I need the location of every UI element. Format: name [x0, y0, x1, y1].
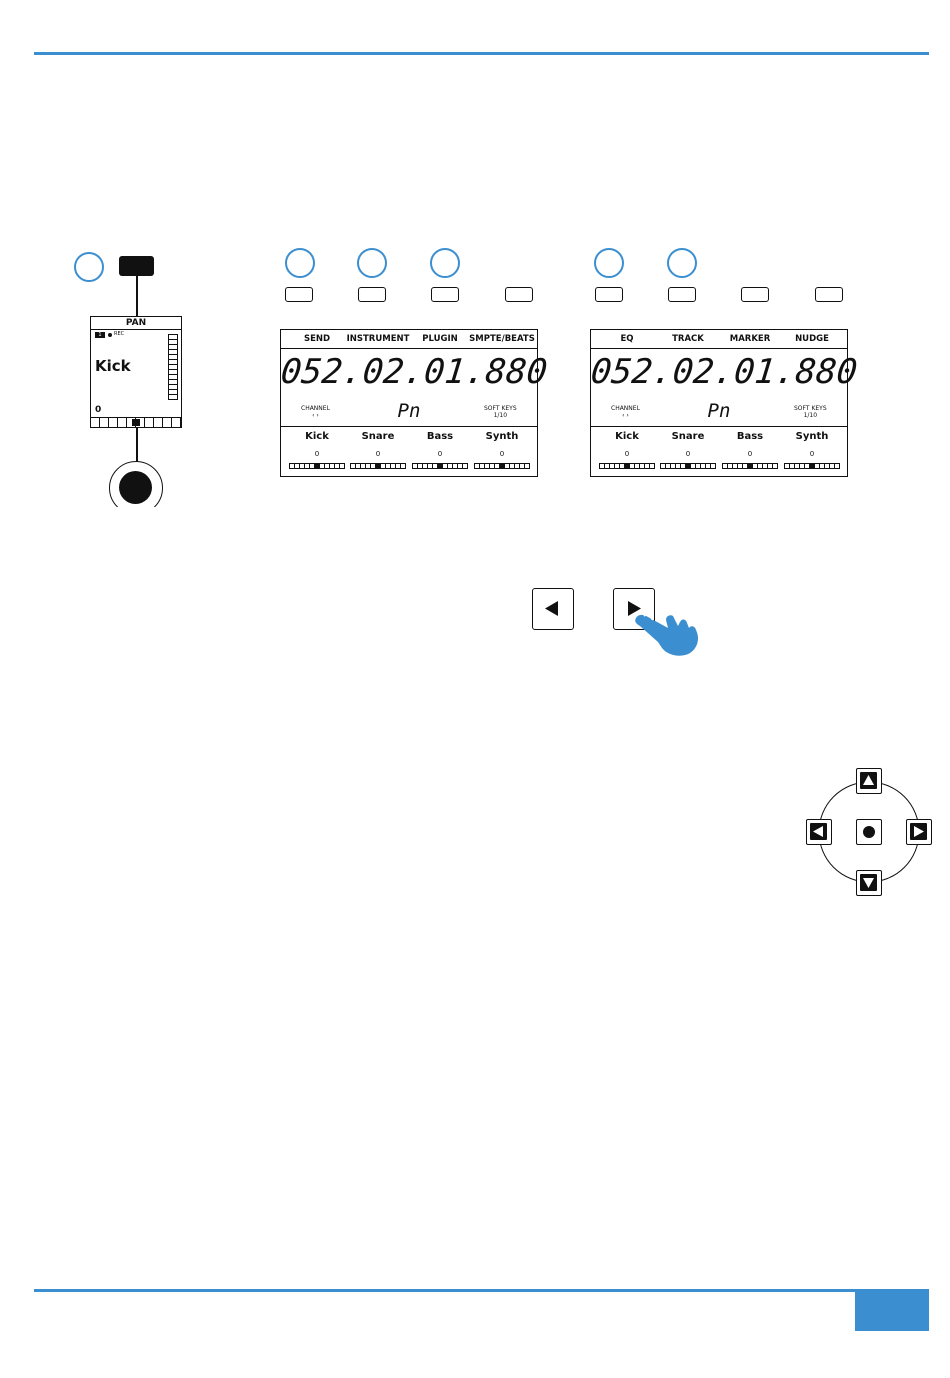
channel-value: 0 — [748, 450, 752, 458]
channel-name: Bass — [427, 431, 453, 442]
pan-meter — [660, 463, 716, 469]
lcd-header: SEND INSTRUMENT PLUGIN SMPTE/BEATS — [281, 330, 537, 349]
soft-key-track[interactable] — [668, 287, 696, 302]
callout-circle — [74, 252, 104, 282]
channel-value: 0 — [810, 450, 814, 458]
softkeys-label-text: SOFT KEYS — [484, 405, 517, 412]
bottom-rule — [34, 1289, 929, 1292]
soft-key-eq[interactable] — [595, 287, 623, 302]
page-number-box — [855, 1291, 929, 1331]
channel-value: 0 — [315, 450, 319, 458]
nav-right-button[interactable] — [906, 819, 932, 845]
pan-meter — [784, 463, 840, 469]
pan-meter — [91, 417, 181, 427]
channel-value: 0 — [376, 450, 380, 458]
top-rule — [34, 52, 929, 55]
pan-value: 0 — [95, 405, 101, 415]
lcd-header-label: INSTRUMENT — [347, 334, 410, 344]
softkeys-label: SOFT KEYS 1/10 — [794, 405, 827, 419]
encoder-knob-cap — [119, 471, 152, 504]
dot-icon — [863, 826, 875, 838]
nav-up-button[interactable] — [856, 768, 882, 794]
lcd-separator — [281, 426, 537, 427]
channel-name: Synth — [796, 431, 829, 442]
channel-name: Bass — [737, 431, 763, 442]
channel-name: Snare — [672, 431, 705, 442]
softkeys-page: 1/10 — [484, 412, 517, 419]
softkeys-label-text: SOFT KEYS — [794, 405, 827, 412]
channel-value: 0 — [625, 450, 629, 458]
pointing-hand-icon — [628, 598, 708, 658]
bank-left-button[interactable] — [532, 588, 574, 630]
lcd-header-label: PLUGIN — [422, 334, 458, 344]
arrow-right-icon — [910, 823, 927, 840]
softkeys-page: 1/10 — [794, 412, 827, 419]
pan-meter — [474, 463, 530, 469]
lcd-display-2: EQ TRACK MARKER NUDGE 052.02.01.880 CHAN… — [590, 329, 848, 477]
lcd-header-label: NUDGE — [795, 334, 829, 344]
lcd-header: EQ TRACK MARKER NUDGE — [591, 330, 847, 349]
triangle-left-icon — [533, 589, 572, 628]
lcd-display-1: SEND INSTRUMENT PLUGIN SMPTE/BEATS 052.0… — [280, 329, 538, 477]
lcd-header-label: SEND — [304, 334, 330, 344]
select-button[interactable] — [119, 256, 154, 276]
callout-circle — [594, 248, 624, 278]
lcd-header-label: SMPTE/BEATS — [469, 334, 535, 344]
callout-circle — [430, 248, 460, 278]
timecode-readout: 052.02.01.880 — [589, 352, 849, 392]
lcd-separator — [591, 426, 847, 427]
pan-meter — [350, 463, 406, 469]
arrow-left-icon — [810, 823, 827, 840]
arrow-down-icon — [860, 874, 877, 891]
soft-key-plugin[interactable] — [431, 287, 459, 302]
soft-key-send[interactable] — [285, 287, 313, 302]
lcd-header-label: MARKER — [730, 334, 771, 344]
channel-value: 0 — [500, 450, 504, 458]
timecode-readout: 052.02.01.880 — [279, 352, 539, 392]
track-number-badge: 1 — [95, 332, 105, 338]
channel-name: Snare — [362, 431, 395, 442]
connector-line — [136, 428, 138, 462]
rec-dot-icon — [108, 333, 112, 337]
strip-display: PAN 1 REC Kick 0 — [90, 316, 182, 428]
lcd-header-label: TRACK — [672, 334, 704, 344]
callout-circle — [285, 248, 315, 278]
soft-key-marker[interactable] — [741, 287, 769, 302]
rec-label: REC — [114, 331, 124, 337]
soft-key-instrument[interactable] — [358, 287, 386, 302]
channel-name: Kick — [615, 431, 639, 442]
level-meter — [168, 334, 178, 400]
pan-meter — [599, 463, 655, 469]
strip-display-title: PAN — [91, 317, 181, 330]
connector-line — [136, 276, 138, 316]
pan-meter-indicator — [132, 419, 140, 426]
lcd-header-label: EQ — [620, 334, 633, 344]
arrow-up-icon — [860, 772, 877, 789]
nav-center-button[interactable] — [856, 819, 882, 845]
channel-value: 0 — [686, 450, 690, 458]
channel-name: Kick — [305, 431, 329, 442]
soft-key-nudge[interactable] — [815, 287, 843, 302]
nav-down-button[interactable] — [856, 870, 882, 896]
pan-meter — [412, 463, 468, 469]
pan-meter — [722, 463, 778, 469]
page-crop-mask — [100, 507, 180, 527]
soft-key-smpte-beats[interactable] — [505, 287, 533, 302]
callout-circle — [357, 248, 387, 278]
pan-meter — [289, 463, 345, 469]
callout-circle — [667, 248, 697, 278]
nav-left-button[interactable] — [806, 819, 832, 845]
track-name: Kick — [95, 357, 131, 375]
softkeys-label: SOFT KEYS 1/10 — [484, 405, 517, 419]
channel-value: 0 — [438, 450, 442, 458]
channel-name: Synth — [486, 431, 519, 442]
